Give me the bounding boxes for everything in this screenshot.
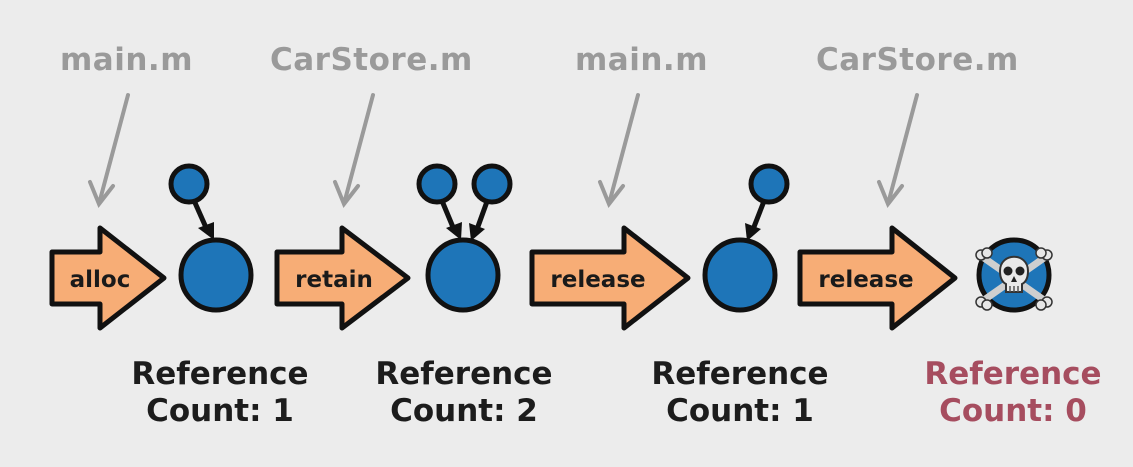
pointer-line-4 (877, 93, 919, 208)
count-value: Count: 1 (146, 393, 294, 429)
file-label-4: CarStore.m (816, 42, 1019, 78)
object-node-2 (416, 163, 513, 313)
reference-handle (471, 163, 513, 205)
pointer-line-3 (598, 93, 640, 208)
action-arrow-release-2: release (797, 225, 958, 331)
reference-handle (416, 163, 458, 205)
action-label: release (818, 267, 913, 293)
object-circle (425, 237, 501, 313)
count-title: Reference (924, 356, 1102, 392)
file-label-2: CarStore.m (270, 42, 473, 78)
action-arrow-retain: retain (274, 225, 411, 331)
reference-count-4: Reference Count: 0 (903, 356, 1123, 430)
object-node-1 (168, 163, 254, 313)
object-node-3 (702, 163, 790, 313)
reference-count-1: Reference Count: 1 (110, 356, 330, 430)
count-value: Count: 0 (939, 393, 1087, 429)
reference-count-2: Reference Count: 2 (354, 356, 574, 430)
reference-handle (748, 163, 790, 205)
file-label-3: main.m (575, 42, 708, 78)
action-label: retain (295, 267, 373, 293)
action-label: alloc (70, 267, 131, 293)
count-value: Count: 1 (666, 393, 814, 429)
reference-count-3: Reference Count: 1 (630, 356, 850, 430)
count-title: Reference (131, 356, 309, 392)
pointer-line-2 (333, 93, 375, 208)
skull-crossbones-icon (975, 237, 1053, 313)
action-arrow-alloc: alloc (49, 225, 167, 331)
reference-handle (168, 163, 210, 205)
count-title: Reference (375, 356, 553, 392)
pointer-line-1 (88, 93, 130, 208)
action-label: release (550, 267, 645, 293)
file-label-1: main.m (60, 42, 193, 78)
pointer-lines (88, 93, 919, 208)
action-arrow-release-1: release (529, 225, 691, 331)
count-title: Reference (651, 356, 829, 392)
object-circle (702, 237, 778, 313)
count-value: Count: 2 (390, 393, 538, 429)
object-circle (178, 237, 254, 313)
